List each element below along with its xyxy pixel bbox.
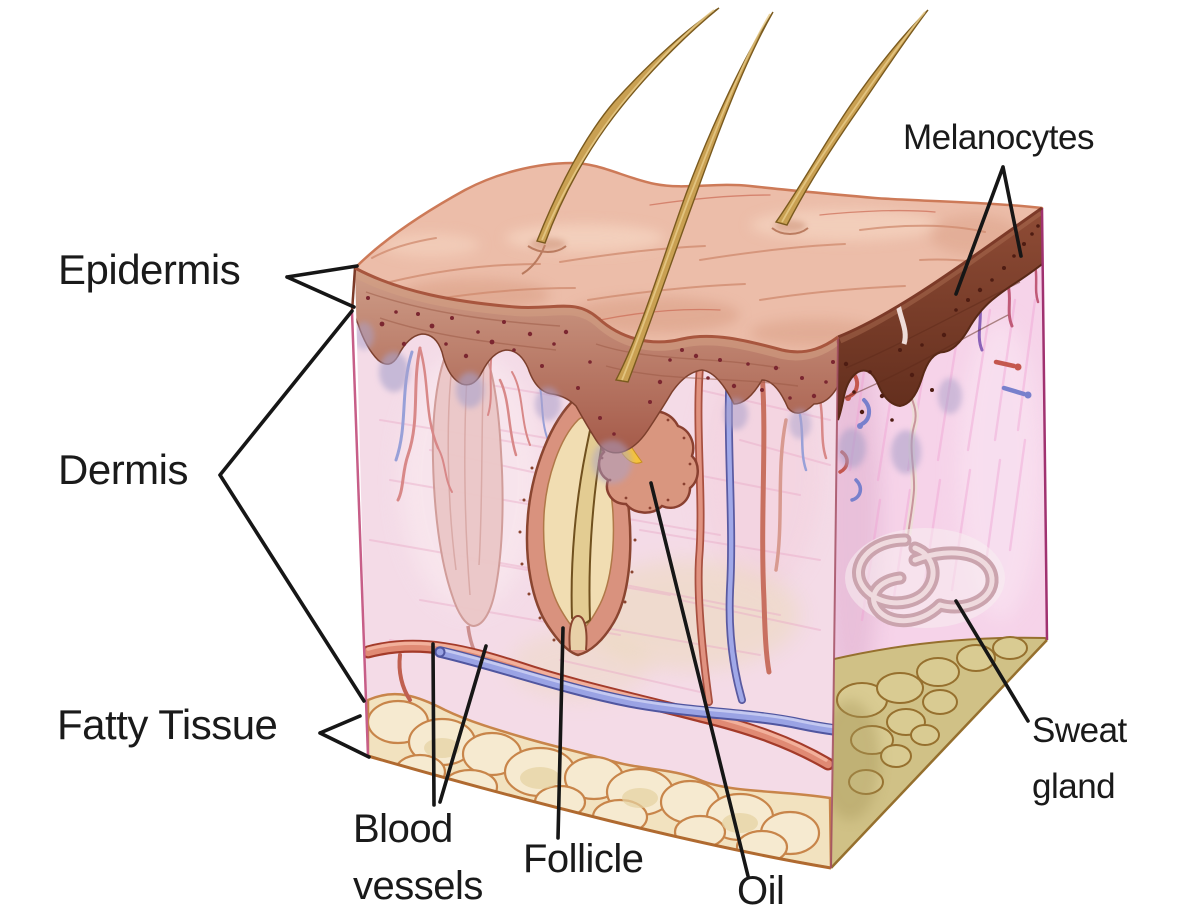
capillaries-left xyxy=(394,346,549,502)
touch-receptor xyxy=(431,352,504,663)
melanocyte-dots xyxy=(366,296,835,436)
leader-blood-vessel-artery xyxy=(431,642,436,807)
leader-melanocytes xyxy=(954,165,1023,296)
label-epidermis: Epidermis xyxy=(58,246,241,293)
leader-dermis xyxy=(218,309,366,703)
skin-surface-top-face xyxy=(353,161,1044,352)
leader-sweat-gland xyxy=(954,599,1030,723)
front-cut-face xyxy=(350,266,839,870)
vertical-vessels xyxy=(694,362,828,706)
epidermis-band-right xyxy=(837,208,1047,474)
label-melanocytes: Melanocytes xyxy=(903,118,1094,157)
label-follicle: Follicle xyxy=(523,837,644,881)
fatty-tissue-right xyxy=(831,636,1047,868)
leader-blood-vessel-vein xyxy=(438,644,488,804)
hair-middle xyxy=(614,11,774,383)
label-sweat-gland: Sweat gland xyxy=(1032,711,1127,806)
leader-lines xyxy=(218,165,1030,878)
label-fatty-tissue: Fatty Tissue xyxy=(57,701,278,748)
hair-left xyxy=(536,7,720,244)
label-dermis: Dermis xyxy=(58,446,189,493)
label-oil: Oil xyxy=(737,869,785,913)
sweat-gland xyxy=(845,288,1005,628)
label-blood-vessels: Blood vessels xyxy=(353,807,483,908)
leader-follicle xyxy=(556,626,565,840)
leader-epidermis xyxy=(285,264,359,309)
leader-oil xyxy=(649,481,750,878)
hair-right xyxy=(774,9,929,226)
right-cut-face xyxy=(830,206,1049,869)
leader-fatty-tissue xyxy=(318,714,371,759)
hairs xyxy=(536,7,929,383)
